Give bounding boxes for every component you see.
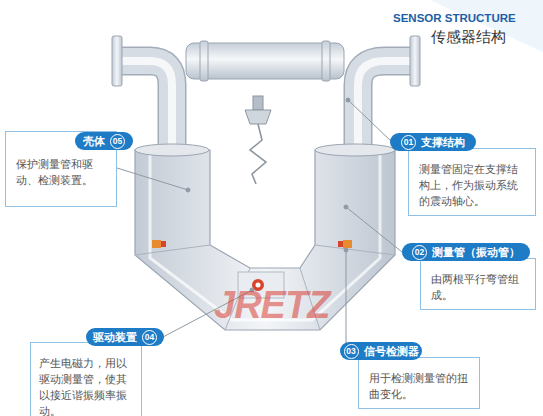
callout-box: 产生电磁力，用以驱动测量管，使其以接近谐振频率振动。驱动装置04 — [30, 328, 166, 406]
callout-heading: 壳体 — [83, 134, 105, 149]
pickoff-sensor — [152, 240, 161, 248]
callout-text: 用于检测测量管的扭曲变化。 — [369, 370, 473, 402]
callout-heading: 信号检测器 — [364, 344, 419, 359]
subtitle: 传感器结构 — [431, 28, 506, 47]
callout-number: 02 — [412, 245, 427, 260]
callout-number: 05 — [110, 134, 125, 149]
wire — [250, 124, 266, 184]
callout-number: 04 — [142, 330, 157, 345]
housing — [135, 150, 395, 330]
pickoff-sensor — [161, 241, 166, 247]
flange — [112, 36, 122, 86]
callout-header: 03 信号检测器 — [340, 342, 422, 360]
callout-header: 02 测量管（振动管） — [402, 243, 530, 261]
watermark: JRETZ — [214, 284, 329, 327]
callout-number: 01 — [401, 135, 416, 150]
leader-dot — [186, 188, 190, 192]
bolt — [253, 96, 263, 110]
leader-dot — [250, 288, 254, 292]
pickoff-sensor — [338, 241, 343, 247]
leader-dot — [344, 205, 348, 209]
callout-heading: 支撑结构 — [421, 135, 465, 150]
callout-text: 测量管固定在支撑结构上，作为振动系统的震动轴心。 — [419, 161, 527, 209]
callout-header: 01 支撑结构 — [390, 133, 476, 151]
callout-box: 由两根平行弯管组成。 02 测量管（振动管） — [402, 243, 538, 303]
drive-coil — [256, 283, 261, 288]
callout-box: 测量管固定在支撑结构上，作为振动系统的震动轴心。01 支撑结构 — [390, 133, 538, 219]
callout-number: 03 — [344, 344, 359, 359]
bracket — [245, 110, 271, 124]
housing-edge — [135, 245, 395, 330]
callout-body-box: 产生电磁力，用以驱动测量管，使其以接近谐振频率振动。 — [30, 342, 142, 416]
leader-dot — [344, 248, 348, 252]
flange — [410, 36, 420, 86]
callout-text: 由两根平行弯管组成。 — [431, 271, 529, 303]
manifold-ring — [200, 41, 208, 81]
housing-top — [315, 144, 395, 156]
leader-line — [346, 250, 347, 343]
callout-header: 驱动装置 04 — [86, 328, 164, 346]
callout-text: 产生电磁力，用以驱动测量管，使其以接近谐振频率振动。 — [39, 355, 135, 416]
callout-heading: 测量管（振动管） — [432, 245, 520, 260]
callout-header: 壳体 05 — [75, 132, 133, 150]
leader-line — [348, 100, 392, 142]
callout-body-box: 由两根平行弯管组成。 — [420, 258, 536, 310]
callout-box: 保护测量管和驱动、检测装置。 壳体 05 — [5, 128, 135, 210]
housing-top — [135, 144, 209, 156]
callout-body-box: 测量管固定在支撑结构上，作为振动系统的震动轴心。 — [408, 148, 536, 216]
manifold — [186, 43, 344, 79]
pickoff-sensor — [343, 240, 352, 248]
manifold-ring — [322, 41, 330, 81]
leader-line — [346, 207, 402, 252]
callout-heading: 驱动装置 — [93, 330, 137, 345]
leader-line — [117, 168, 188, 190]
corner-decor — [430, 0, 543, 52]
leader-dot — [346, 98, 350, 102]
callout-box: 用于检测测量管的扭曲变化。 03 信号检测器 — [340, 342, 482, 404]
callout-body-box: 用于检测测量管的扭曲变化。 — [358, 357, 480, 409]
callout-text: 保护测量管和驱动、检测装置。 — [16, 156, 108, 188]
leader-line — [163, 290, 252, 337]
title: SENSOR STRUCTURE — [393, 12, 516, 24]
